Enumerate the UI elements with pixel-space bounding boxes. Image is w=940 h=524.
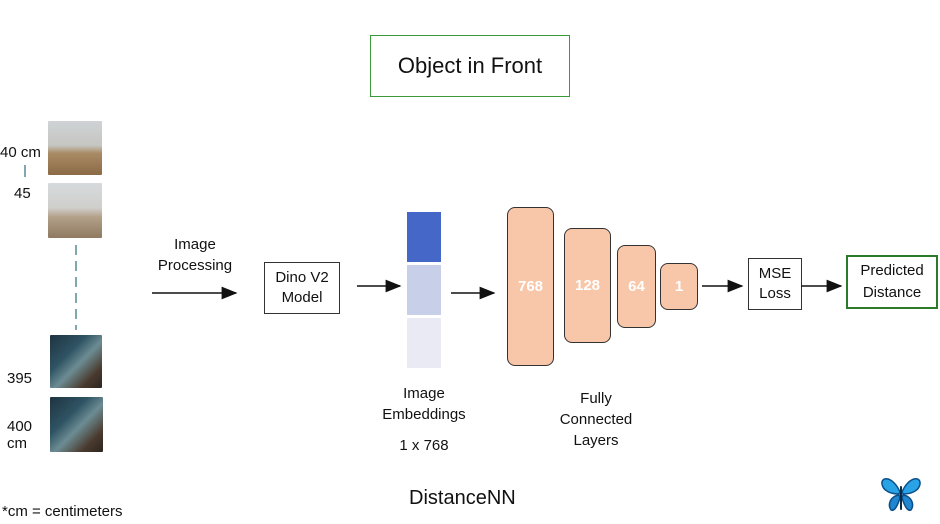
mse-loss-label: MSE Loss [758,265,792,302]
model-name: DistanceNN [409,487,516,509]
embeddings-label: Image Embeddings [382,385,466,423]
fc-layer-64-label: 64 [628,278,645,295]
mse-loss-box: MSE Loss [748,258,802,310]
fc-layer-768-label: 768 [517,278,544,295]
distance-label-fourth: 400 cm [7,418,33,452]
fc-layer-1: 1 [660,263,698,310]
sample-image-395cm [50,335,102,388]
distance-label-second: 45 [14,185,31,202]
fully-connected-layers-label: Fully Connected Layers [559,390,633,449]
embedding-segment-1 [407,212,441,262]
fc-layer-1-label: 1 [674,278,684,295]
distance-label-first: 40 cm [0,144,41,161]
sample-image-40cm [48,121,102,175]
butterfly-icon [879,474,923,514]
sample-image-400cm [50,397,103,452]
diagram-title: Object in Front [370,35,570,97]
embedding-segment-2 [407,265,441,315]
embedding-segment-3 [407,318,441,368]
dino-v2-model-label: Dino V2 Model [275,269,329,306]
fc-layer-768: 768 [507,207,554,366]
predicted-distance-box: Predicted Distance [846,255,938,309]
diagram-title-text: Object in Front [397,53,543,78]
distance-label-third: 395 [7,370,33,387]
fc-layer-128: 128 [564,228,611,343]
predicted-distance-label: Predicted Distance [860,262,924,301]
fc-layer-64: 64 [617,245,656,328]
dino-v2-model-box: Dino V2 Model [264,262,340,314]
embeddings-shape-label: 1 x 768 [399,437,449,454]
image-processing-label: Image Processing [157,236,233,274]
sample-image-45cm [48,183,102,238]
fc-layer-128-label: 128 [574,277,601,294]
footnote: *cm = centimeters [2,503,123,520]
